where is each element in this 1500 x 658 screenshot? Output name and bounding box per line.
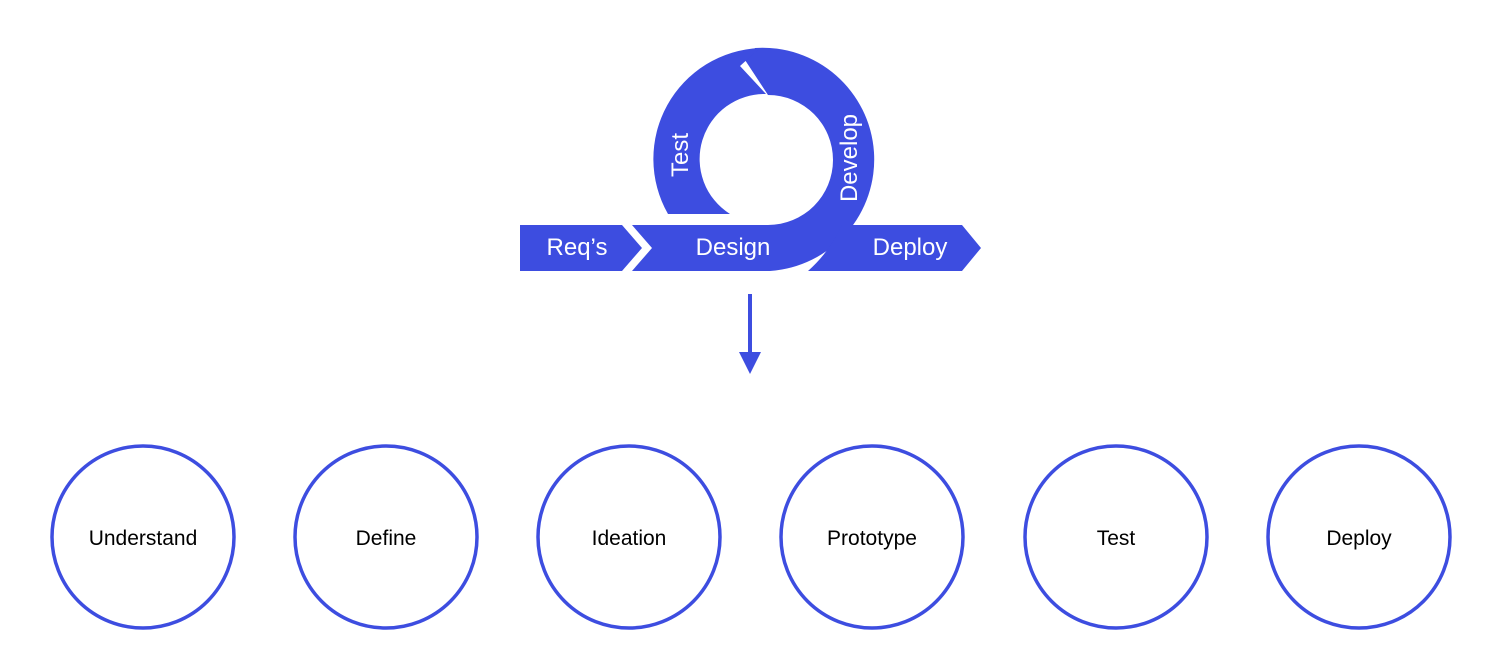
phase-label: Deploy [1326, 527, 1392, 550]
phase-circle [779, 444, 965, 630]
reqs-chevron [520, 225, 642, 271]
design-label: Design [696, 234, 771, 261]
phase-label: Test [1097, 527, 1136, 550]
phase-label: Ideation [592, 527, 667, 550]
develop-label: Develop [836, 114, 863, 202]
phase-circle [1266, 444, 1452, 630]
phase-test: Test [1023, 444, 1209, 630]
down-arrow-icon [739, 294, 761, 374]
phase-row: Understand Define Ideation Prototype Tes… [50, 444, 1452, 630]
phase-circle [1023, 444, 1209, 630]
test-arc [653, 48, 766, 214]
phase-define: Define [293, 444, 479, 630]
phase-understand: Understand [50, 444, 236, 630]
phase-label: Prototype [827, 527, 917, 550]
phase-circle [50, 444, 236, 630]
phase-label: Define [356, 527, 417, 550]
deploy-chevron [808, 225, 981, 271]
phase-deploy: Deploy [1266, 444, 1452, 630]
phase-label: Understand [89, 527, 198, 550]
phase-ideation: Ideation [536, 444, 722, 630]
agile-cycle: Req’s Design Deploy Test Develop [520, 47, 981, 271]
phase-circle [293, 444, 479, 630]
test-label: Test [667, 133, 694, 177]
reqs-label: Req’s [547, 234, 608, 261]
phase-prototype: Prototype [779, 444, 965, 630]
phase-circle [536, 444, 722, 630]
deploy-label: Deploy [873, 234, 948, 261]
design-band [632, 47, 875, 271]
arrow-head [739, 352, 761, 374]
